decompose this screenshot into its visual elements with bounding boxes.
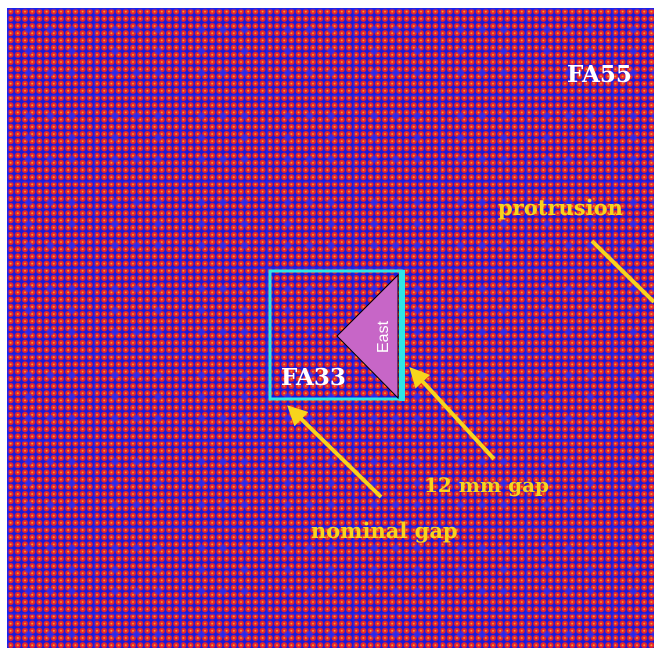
nominal-gap-label: nominal gap (311, 518, 458, 543)
fa55-label: FA55 (567, 61, 632, 88)
east-gap-highlight (399, 270, 405, 401)
protrusion-label: protrusion (498, 195, 623, 220)
arrow-icon (287, 405, 383, 499)
arrow-icon (409, 367, 496, 461)
east-wedge (336, 273, 399, 400)
gap-12mm-label: 12 mm gap (424, 473, 549, 497)
arrow-icon (590, 239, 654, 304)
east-label: East (375, 320, 392, 353)
fa33-label: FA33 (281, 364, 346, 391)
assembly-gap-grid (7, 8, 654, 648)
